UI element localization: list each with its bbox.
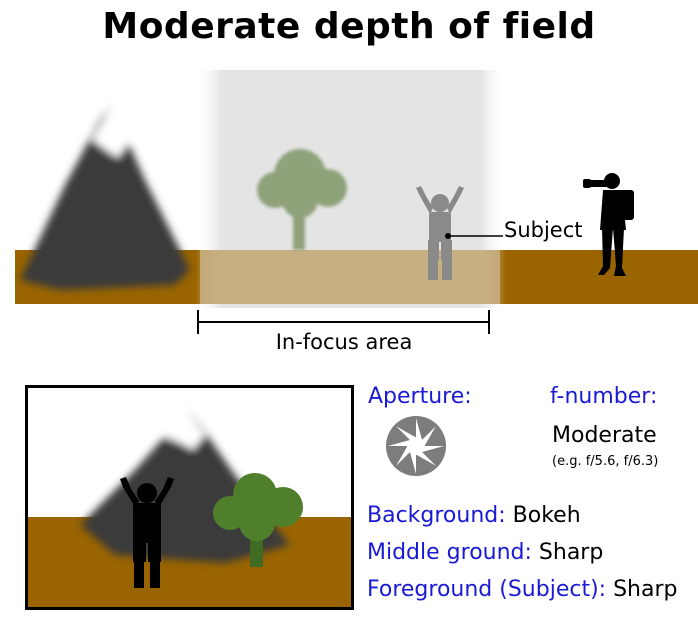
in-focus-bracket (197, 310, 490, 334)
preview-subject (120, 477, 174, 588)
result-value: Sharp (613, 577, 678, 602)
scene-illustration (15, 70, 698, 334)
subject-figure (416, 186, 464, 280)
result-value: Bokeh (512, 503, 581, 528)
resulting-photo-preview (25, 385, 354, 610)
tree-middle (257, 149, 347, 250)
f-number-example: (e.g. f/5.6, f/6.3) (552, 454, 659, 469)
f-number-label: f-number: (550, 384, 658, 409)
aperture-icon (386, 416, 446, 476)
photographer-figure (583, 173, 634, 276)
result-label: Foreground (Subject): (367, 577, 607, 602)
result-row-foreground: Foreground (Subject): Sharp (367, 577, 677, 602)
subject-label: Subject (504, 218, 583, 242)
result-row-middle-ground: Middle ground: Sharp (367, 540, 603, 565)
f-number-value: Moderate (552, 423, 657, 448)
result-label: Background: (367, 503, 506, 528)
mountain-blurred (20, 105, 190, 290)
aperture-label: Aperture: (368, 384, 472, 409)
diagram-title: Moderate depth of field (102, 6, 596, 47)
preview-tree-sharp (213, 473, 303, 567)
result-value: Sharp (538, 540, 604, 565)
in-focus-area-label: In-focus area (275, 330, 413, 354)
result-label: Middle ground: (367, 540, 532, 565)
result-row-background: Background: Bokeh (367, 503, 581, 528)
in-focus-ground (200, 250, 500, 304)
